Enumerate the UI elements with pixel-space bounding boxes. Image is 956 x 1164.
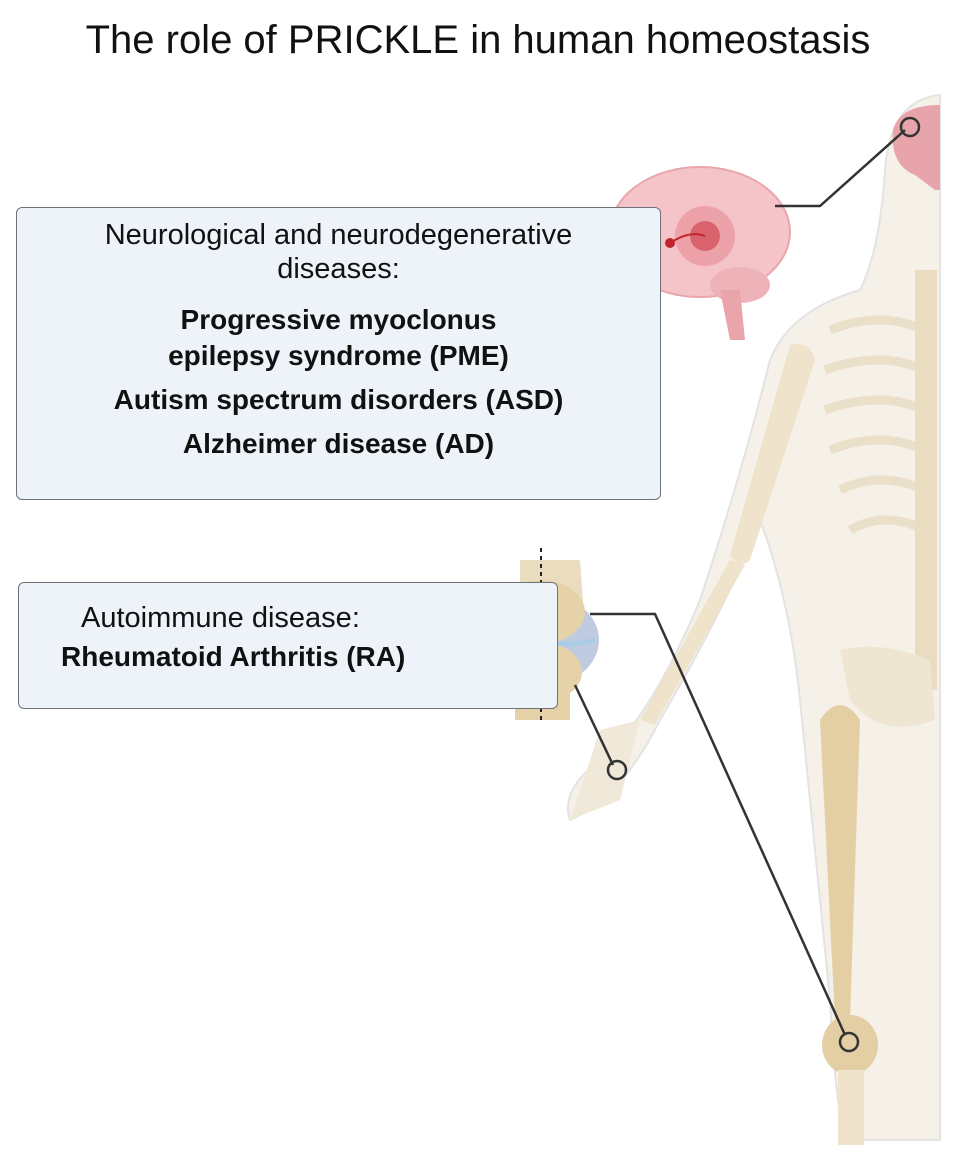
disease-ra: Rheumatoid Arthritis (RA) [61,641,406,672]
hand-connector-line [573,684,615,766]
neurological-diseases-box: Neurological and neurodegenerative disea… [16,207,661,500]
brain-connector-line [775,129,906,208]
autoimmune-disease-box: Autoimmune disease: Rheumatoid Arthritis… [18,582,558,709]
neuro-header: Neurological and neurodegenerative disea… [104,219,573,285]
femur-bone [820,705,860,1020]
hand-marker [606,759,628,781]
figure-title: The role of PRICKLE in human homeostasis [85,18,871,62]
hand-bones [570,720,640,820]
pelvis [840,646,935,727]
tibia-bone [838,1070,864,1145]
disease-ad: Alzheimer disease (AD) [182,428,495,459]
brain-marker [899,116,921,138]
knee-connector-line [590,612,847,1036]
knee-joint [822,1015,878,1075]
disease-asd: Autism spectrum disorders (ASD) [113,384,564,415]
knee-marker [838,1031,860,1053]
forearm-bones [640,560,745,725]
disease-pme: Progressive myoclonus epilepsy syndrome … [168,304,509,371]
head-brain [892,105,940,190]
humerus-bone [730,344,815,564]
spine [915,270,937,690]
autoimmune-header: Autoimmune disease: [81,602,360,634]
